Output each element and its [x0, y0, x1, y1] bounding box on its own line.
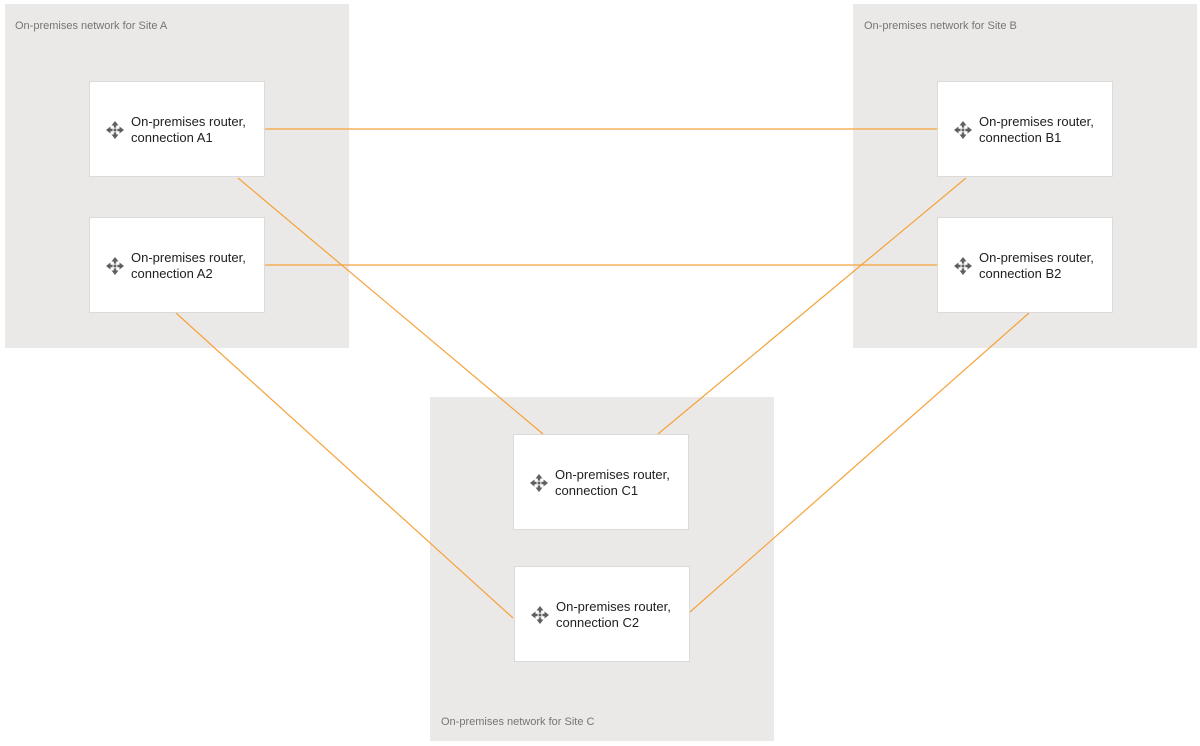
router-c2[interactable]: On-premises router, connection C2	[514, 566, 690, 662]
router-b2[interactable]: On-premises router, connection B2	[937, 217, 1113, 313]
router-b1-label: On-premises router, connection B1	[979, 114, 1094, 145]
router-a2-label: On-premises router, connection A2	[131, 250, 246, 281]
router-c1[interactable]: On-premises router, connection C1	[513, 434, 689, 530]
router-icon	[529, 473, 549, 493]
router-a1[interactable]: On-premises router, connection A1	[89, 81, 265, 177]
router-a2[interactable]: On-premises router, connection A2	[89, 217, 265, 313]
router-a1-label: On-premises router, connection A1	[131, 114, 246, 145]
router-icon	[953, 120, 973, 140]
router-icon	[105, 256, 125, 276]
router-icon	[530, 605, 550, 625]
router-c1-label: On-premises router, connection C1	[555, 467, 670, 498]
router-icon	[953, 256, 973, 276]
site-c-label: On-premises network for Site C	[441, 716, 595, 728]
router-c2-label: On-premises router, connection C2	[556, 599, 671, 630]
router-b2-label: On-premises router, connection B2	[979, 250, 1094, 281]
site-b-label: On-premises network for Site B	[864, 20, 1017, 32]
router-b1[interactable]: On-premises router, connection B1	[937, 81, 1113, 177]
router-icon	[105, 120, 125, 140]
site-a-label: On-premises network for Site A	[15, 20, 168, 32]
